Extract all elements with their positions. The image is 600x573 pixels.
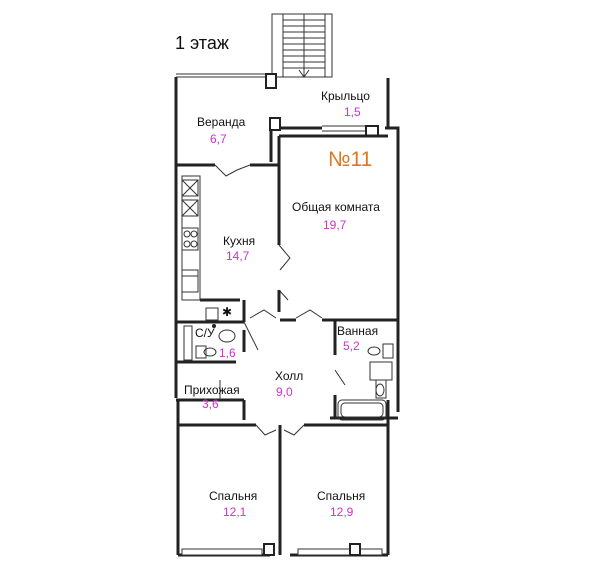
apartment-number: №11 — [328, 148, 372, 171]
room-area: 6,7 — [210, 132, 227, 146]
room-name: Ванная — [337, 324, 378, 338]
room-veranda: Веранда 6,7 — [197, 115, 246, 146]
room-bedroom-1: Спальня 12,1 — [209, 489, 257, 519]
room-area: 9,0 — [276, 385, 293, 399]
room-name: Веранда — [197, 115, 246, 129]
room-area: 12,9 — [330, 505, 354, 519]
room-name: Спальня — [209, 489, 257, 503]
room-area: 12,1 — [223, 505, 247, 519]
room-area: 1,5 — [344, 105, 361, 119]
svg-text:✱: ✱ — [222, 305, 232, 319]
room-entry: Прихожая 3,6 — [184, 383, 240, 411]
room-bath: Ванная 5,2 — [337, 324, 378, 353]
kitchen-fixtures: ✱ — [181, 175, 232, 321]
room-name: С/У — [195, 326, 215, 340]
room-living: Общая комната 19,7 — [292, 200, 380, 232]
room-name: Крыльцо — [321, 89, 370, 103]
exterior-walls — [174, 73, 400, 557]
wc-fixtures — [183, 324, 236, 361]
room-hall: Холл 9,0 — [275, 369, 303, 399]
staircase — [271, 13, 333, 78]
room-area: 14,7 — [226, 249, 250, 263]
room-wc: С/У 1,6 — [195, 326, 236, 360]
room-bedroom-2: Спальня 12,9 — [317, 489, 365, 519]
bath-fixtures — [337, 343, 394, 421]
room-porch: Крыльцо 1,5 — [321, 89, 370, 119]
room-area: 1,6 — [219, 346, 236, 360]
room-name: Спальня — [317, 489, 365, 503]
room-area: 5,2 — [343, 339, 360, 353]
room-name: Холл — [275, 369, 303, 383]
room-area: 3,6 — [202, 397, 219, 411]
floor-label: 1 этаж — [175, 33, 229, 53]
interior-walls — [176, 117, 398, 555]
room-area: 19,7 — [323, 218, 347, 232]
room-name: Общая комната — [292, 200, 380, 214]
room-name: Кухня — [223, 234, 255, 248]
room-kitchen: Кухня 14,7 — [223, 234, 255, 263]
room-name: Прихожая — [184, 383, 240, 397]
